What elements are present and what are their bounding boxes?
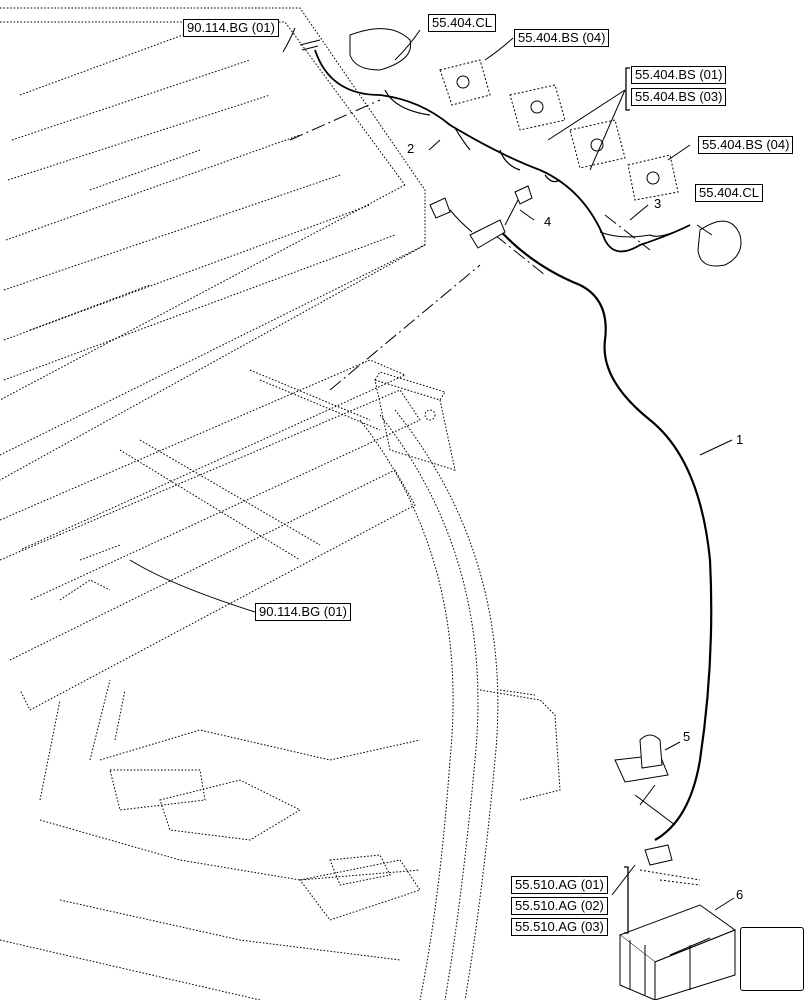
callout-4: 4	[544, 214, 552, 229]
ag-group-bracket	[624, 866, 629, 934]
ref-label-55-404-bs-04-top[interactable]: 55.404.BS (04)	[514, 29, 610, 47]
work-lamp-right	[599, 220, 742, 267]
callout-6: 6	[736, 887, 744, 902]
ref-label-55-510-ag-02[interactable]: 55.510.AG (02)	[511, 897, 608, 915]
ref-label-55-510-ag-03[interactable]: 55.510.AG (03)	[511, 918, 608, 936]
bs-group-bracket	[625, 67, 630, 111]
ref-label-55-404-bs-03[interactable]: 55.404.BS (03)	[631, 88, 727, 106]
ref-label-90-114-bg-mid[interactable]: 90.114.BG (01)	[255, 603, 351, 621]
ref-label-55-404-cl-right[interactable]: 55.404.CL	[695, 184, 763, 202]
ref-label-90-114-bg-top[interactable]: 90.114.BG (01)	[183, 19, 279, 37]
leader-lines	[289, 99, 651, 391]
cab-frame-rails	[0, 359, 421, 1000]
callout-2: 2	[407, 141, 415, 156]
switch-connector	[429, 185, 533, 249]
cab-pillar	[359, 409, 561, 1000]
connector-part-5	[614, 734, 676, 826]
callout-3: 3	[654, 196, 662, 211]
ref-label-55-404-bs-04-right[interactable]: 55.404.BS (04)	[698, 136, 794, 154]
main-cable	[494, 224, 713, 841]
work-lamp-left	[299, 28, 412, 71]
callout-1: 1	[736, 432, 744, 447]
connector-plug	[639, 844, 701, 886]
light-harness	[314, 49, 691, 253]
ref-label-55-404-cl-top[interactable]: 55.404.CL	[428, 14, 496, 32]
next-page-button[interactable]	[740, 927, 804, 991]
ref-label-55-510-ag-01[interactable]: 55.510.AG (01)	[511, 876, 608, 894]
mount-bracket	[374, 371, 456, 471]
ref-label-55-404-bs-01[interactable]: 55.404.BS (01)	[631, 66, 727, 84]
cab-roof-panel	[0, 7, 426, 481]
parts-crate	[618, 904, 737, 1000]
callout-5: 5	[683, 729, 691, 744]
